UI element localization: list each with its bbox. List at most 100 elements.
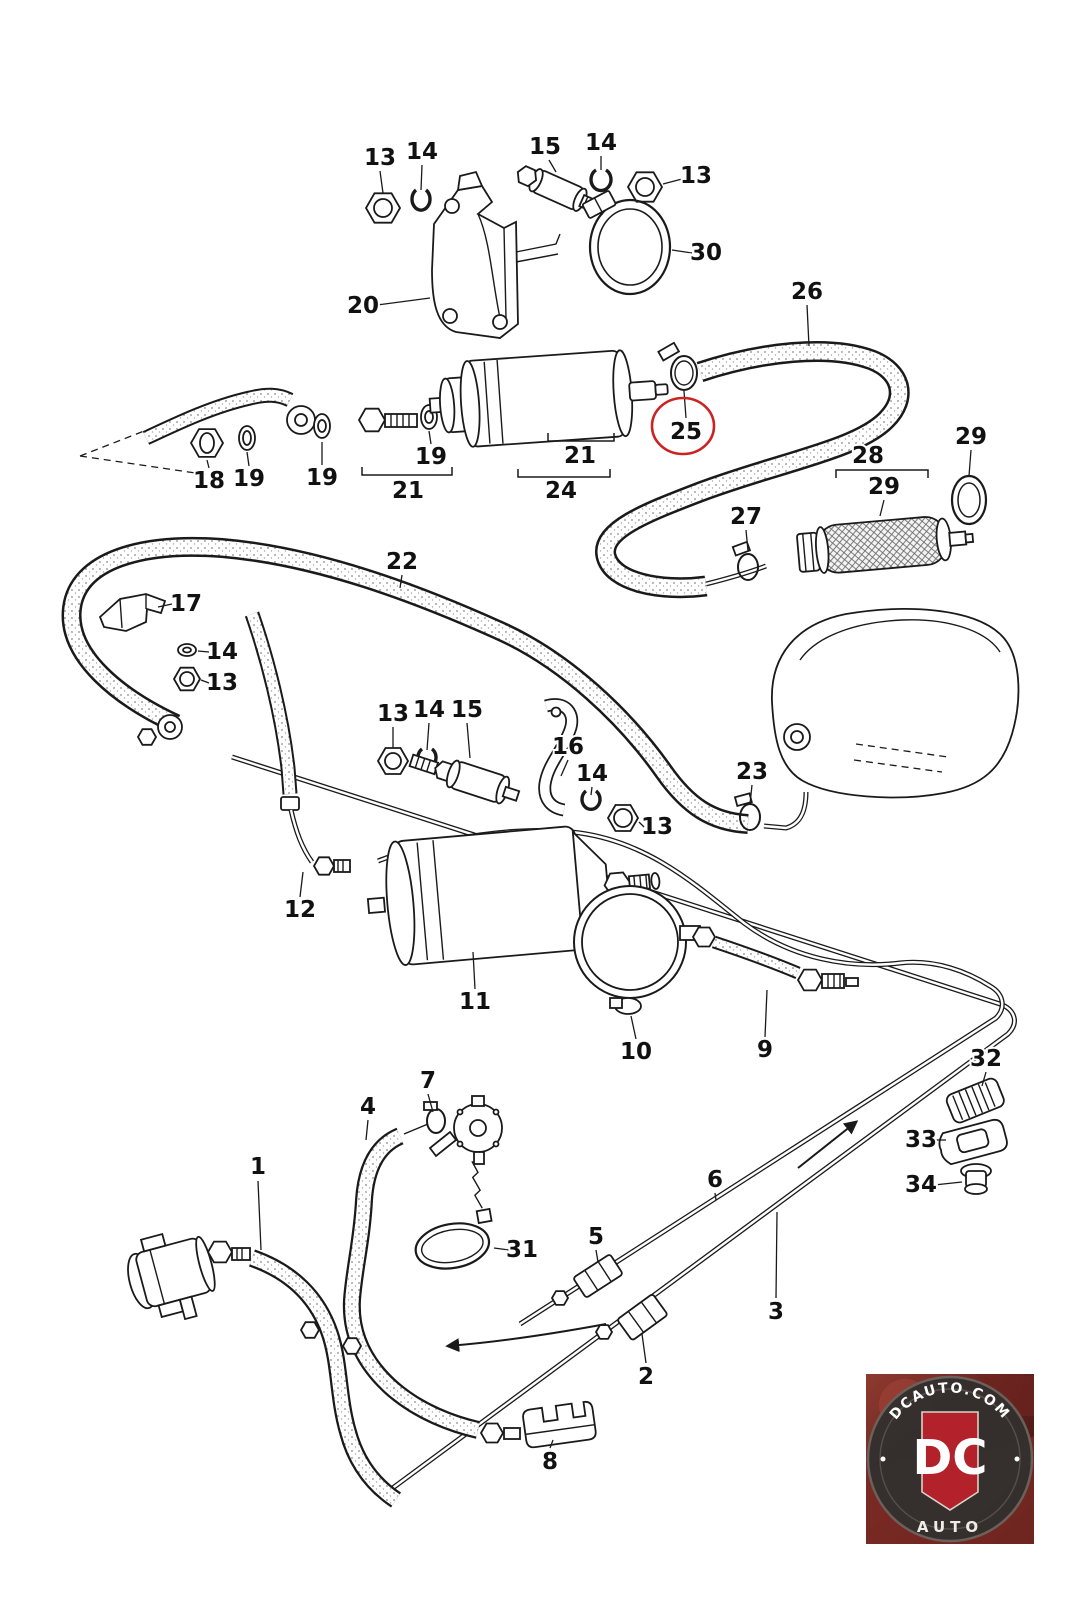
fuel-pump-10 (573, 885, 717, 1015)
span-bracket (361, 467, 453, 476)
part-label-14: 14 (576, 761, 608, 787)
leader-line (257, 1180, 262, 1251)
part-label-19: 19 (415, 444, 447, 470)
hose-clamp-27 (731, 540, 759, 581)
banjo-fitting-hose-22 (136, 714, 183, 746)
part-label-9: 9 (757, 1037, 773, 1063)
leader-line (749, 784, 753, 805)
part-label-12: 12 (284, 897, 316, 923)
banjo-fitting (286, 405, 316, 435)
leader-line (683, 390, 687, 419)
leader-line (981, 1071, 987, 1087)
part-label-16: 16 (552, 734, 584, 760)
line-stud-b (594, 1324, 614, 1340)
part-label-21: 21 (564, 443, 596, 469)
part-label-19: 19 (233, 466, 265, 492)
hex-nut-13-top-left (364, 192, 402, 224)
pump-strap-16 (538, 698, 579, 817)
leader-line (246, 451, 250, 467)
part-label-18: 18 (193, 468, 225, 494)
part-label-22: 22 (386, 549, 418, 575)
leader-line (745, 529, 749, 552)
leader-line (376, 297, 431, 306)
leader-line (399, 574, 403, 589)
leader-line (206, 459, 210, 469)
leader-line (197, 650, 210, 653)
lock-washer-14-mid-right (580, 789, 602, 811)
leader-line (466, 722, 471, 759)
part-label-26: 26 (791, 279, 823, 305)
part-label-6: 6 (707, 1167, 723, 1193)
check-valve-7 (403, 1095, 503, 1165)
part-label-10: 10 (620, 1039, 652, 1065)
part-label-32: 32 (970, 1046, 1002, 1072)
clip-33 (938, 1118, 1008, 1166)
fuel-hose-12 (244, 611, 351, 876)
leader-line (299, 871, 304, 898)
leader-line (714, 1192, 717, 1201)
leader-line (493, 1247, 510, 1251)
leader-line (590, 786, 593, 796)
fuel-hose-22 (61, 536, 749, 834)
logo-initials: DC (912, 1430, 987, 1486)
leader-line (157, 603, 173, 608)
part-label-1: 1 (250, 1154, 266, 1180)
part-label-13: 13 (364, 145, 396, 171)
rubber-sleeve-32 (945, 1077, 1005, 1124)
hose-1-fitting (206, 1240, 251, 1264)
leader-line (662, 178, 683, 185)
leader-line (968, 449, 972, 477)
part-label-29: 29 (955, 424, 987, 450)
leader-line (879, 499, 885, 517)
hex-nut-13-mid (376, 747, 410, 775)
part-label-34: 34 (905, 1172, 937, 1198)
part-label-24: 24 (545, 478, 577, 504)
logo-word-auto: AUTO (917, 1518, 983, 1536)
leader-line (806, 304, 810, 347)
leader-line (549, 1439, 554, 1449)
part-label-25: 25 (670, 419, 702, 445)
part-label-19: 19 (306, 465, 338, 491)
part-label-14: 14 (406, 139, 438, 165)
fuel-hose-9 (711, 935, 859, 992)
logo-shield (921, 1411, 979, 1511)
flow-arrow-up (797, 1120, 859, 1169)
union-coupler-2 (617, 1294, 668, 1341)
part-label-28: 28 (852, 443, 884, 469)
mounting-bracket-20 (431, 170, 561, 339)
part-label-13: 13 (641, 814, 673, 840)
part-label-13: 13 (680, 163, 712, 189)
part-label-33: 33 (905, 1127, 937, 1153)
tank-strainer-28 (796, 516, 975, 574)
leader-line (775, 1211, 778, 1299)
span-bracket (517, 469, 611, 478)
cable-tie-31 (414, 1160, 493, 1270)
leader-line (379, 170, 384, 194)
supply-hose-upper-left (142, 387, 294, 445)
line-clip-8 (522, 1400, 597, 1449)
part-label-27: 27 (730, 504, 762, 530)
leader-line (427, 1093, 434, 1113)
leader-line (641, 1333, 647, 1364)
lock-washer-14-top-right (589, 168, 613, 193)
leader-line (933, 1181, 963, 1186)
leader-line (420, 164, 423, 191)
fuel-hose-1 (248, 1249, 402, 1508)
part-label-5: 5 (588, 1224, 604, 1250)
part-label-21: 21 (392, 478, 424, 504)
fuel-pump-24 (428, 349, 669, 448)
washer-14-left (177, 643, 197, 657)
leader-line (365, 1119, 369, 1141)
part-label-23: 23 (736, 759, 768, 785)
leader-line (548, 159, 557, 173)
part-label-13: 13 (206, 670, 238, 696)
leader-line (595, 1249, 599, 1263)
assembly-axis-lines (79, 409, 217, 477)
part-label-17: 17 (170, 591, 202, 617)
part-label-14: 14 (206, 639, 238, 665)
leader-line (630, 1015, 637, 1040)
leader-line (560, 759, 569, 777)
